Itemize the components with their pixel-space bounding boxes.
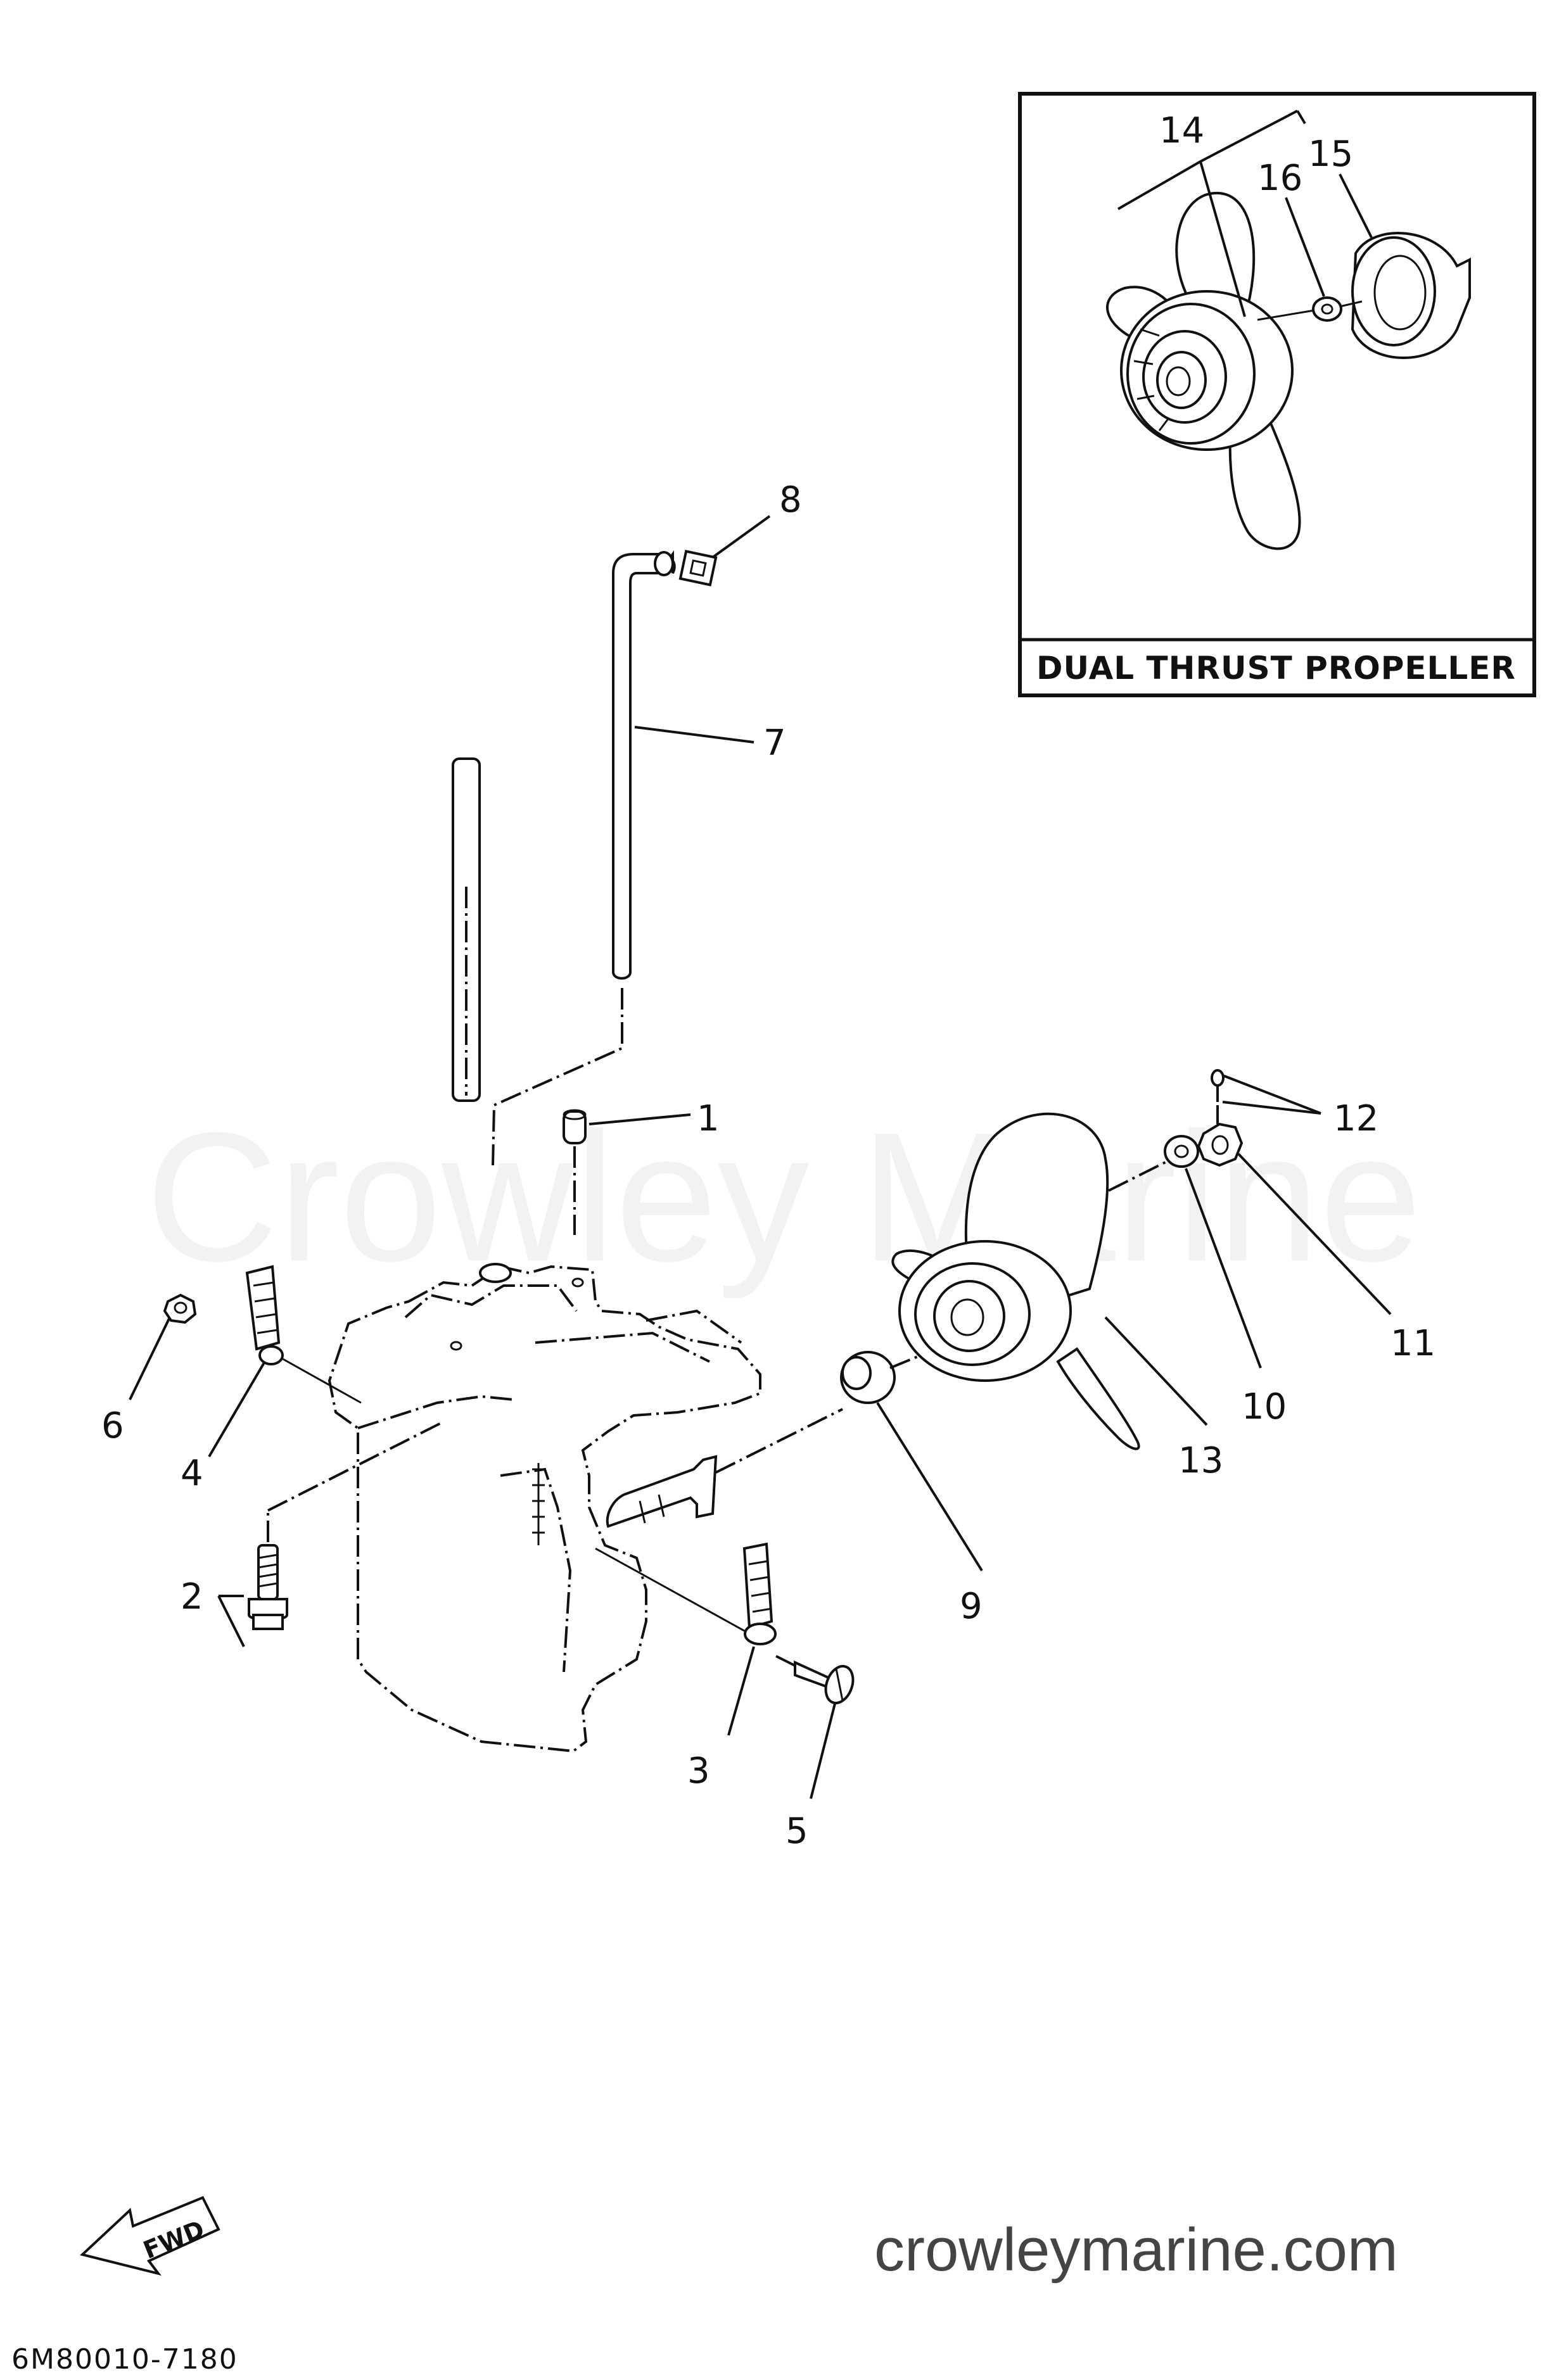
inset-title: DUAL THRUST PROPELLER bbox=[1036, 650, 1516, 687]
callout-11: 11 bbox=[1390, 1323, 1435, 1364]
grommet bbox=[678, 550, 718, 586]
callout-2: 2 bbox=[181, 1576, 203, 1617]
inset-washer bbox=[1312, 296, 1342, 322]
callout-13: 13 bbox=[1178, 1440, 1223, 1481]
water-tube bbox=[612, 550, 676, 980]
fwd-arrow: FWD bbox=[79, 2196, 220, 2276]
thrust-washer bbox=[840, 1351, 896, 1404]
leader-lines bbox=[129, 515, 1392, 1799]
callout-14: 14 bbox=[1159, 110, 1204, 151]
callout-6: 6 bbox=[101, 1405, 124, 1446]
bolt-2 bbox=[248, 1544, 288, 1630]
inset-propeller bbox=[1106, 191, 1301, 550]
dowel-pin bbox=[563, 1109, 587, 1235]
anode-lower bbox=[742, 1542, 777, 1645]
shift-rod bbox=[452, 757, 481, 1102]
dual-thrust-inset: DUAL THRUST PROPELLER 14 16 bbox=[1018, 92, 1536, 697]
callout-4: 4 bbox=[181, 1453, 203, 1494]
propeller-nut bbox=[1197, 1122, 1244, 1167]
callout-3: 3 bbox=[687, 1750, 710, 1792]
screw-5 bbox=[794, 1660, 855, 1705]
propeller bbox=[891, 1112, 1140, 1450]
callout-7: 7 bbox=[763, 723, 786, 764]
propeller-shaft bbox=[606, 1455, 718, 1528]
callout-15: 15 bbox=[1308, 134, 1353, 175]
washer bbox=[1164, 1135, 1199, 1168]
website-url: crowleymarine.com bbox=[874, 2216, 1398, 2284]
watermark: Crowley Marine bbox=[146, 1094, 1422, 1300]
callout-5: 5 bbox=[786, 1811, 808, 1852]
callout-1: 1 bbox=[697, 1098, 720, 1139]
nut-6 bbox=[163, 1293, 197, 1324]
callout-12: 12 bbox=[1333, 1098, 1378, 1139]
callout-8: 8 bbox=[779, 479, 802, 521]
callout-16: 16 bbox=[1257, 158, 1302, 199]
anode-upper bbox=[245, 1265, 284, 1365]
lower-casing bbox=[328, 1263, 761, 1753]
diagram-code: 6M80010-7180 bbox=[11, 2343, 238, 2376]
inset-spacer bbox=[1351, 231, 1471, 359]
callout-9: 9 bbox=[960, 1586, 983, 1627]
cotter-pin bbox=[1211, 1069, 1225, 1124]
callout-10: 10 bbox=[1242, 1386, 1287, 1427]
